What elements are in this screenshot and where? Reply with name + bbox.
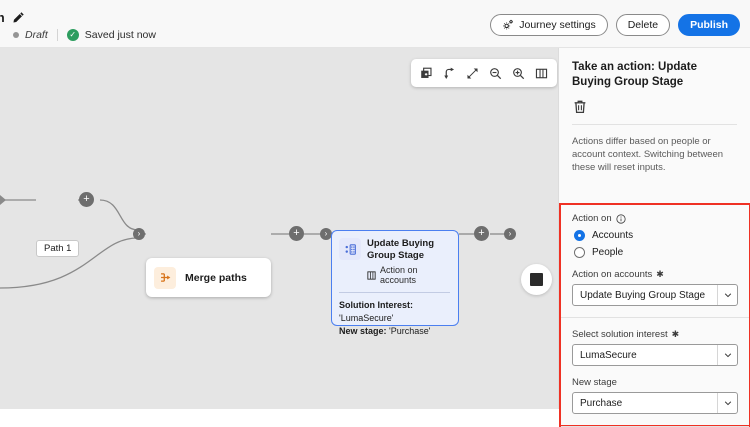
- action-node-field-0-key: Solution Interest:: [339, 300, 413, 310]
- grid-icon: [367, 270, 376, 280]
- canvas-connectors: [0, 195, 505, 289]
- path-label[interactable]: Path 1: [36, 240, 80, 257]
- radio-accounts-control[interactable]: [574, 230, 585, 241]
- merge-paths-icon: [154, 266, 176, 289]
- canvas-toolbar[interactable]: [411, 59, 557, 87]
- new-stage-label: New stage: [572, 377, 617, 388]
- action-node-subtitle-row: Action on accounts: [367, 265, 450, 285]
- panel-title: Take an action: Update Buying Group Stag…: [572, 61, 698, 88]
- fit-to-screen-icon[interactable]: [462, 63, 483, 84]
- page-title: sion: [0, 10, 5, 25]
- connector-arrow-action-in[interactable]: ›: [320, 228, 332, 240]
- action-on-accounts-value: Update Buying Group Stage: [580, 289, 706, 301]
- status-row: Draft ✓ Saved just now: [8, 29, 156, 41]
- action-node-field-1-value: 'Purchase': [389, 326, 431, 336]
- add-step-button[interactable]: +: [79, 192, 94, 207]
- action-on-accounts-field: Action on accounts ✱ Update Buying Group…: [572, 269, 738, 306]
- connector-arrow-end-in[interactable]: ›: [504, 228, 516, 240]
- action-on-accounts-select[interactable]: Update Buying Group Stage: [572, 284, 738, 306]
- top-bar: sion Draft ✓ Saved just now Journey sett…: [0, 0, 750, 48]
- chevron-down-icon[interactable]: [717, 393, 737, 413]
- inbound-arrow: [0, 195, 6, 205]
- solution-interest-label-row: Select solution interest ✱: [572, 329, 738, 340]
- delete-label: Delete: [627, 19, 659, 31]
- solution-interest-label: Select solution interest: [572, 329, 668, 340]
- info-icon[interactable]: [616, 213, 626, 224]
- action-on-label: Action on: [572, 213, 612, 224]
- chevron-down-icon[interactable]: [717, 285, 737, 305]
- radio-people[interactable]: People: [574, 247, 738, 258]
- divider: [339, 292, 450, 293]
- action-node-field-1-key: New stage:: [339, 326, 387, 336]
- action-node-subtitle: Action on accounts: [380, 265, 418, 285]
- radio-accounts-label: Accounts: [592, 230, 634, 241]
- journey-title-row: sion: [0, 10, 25, 25]
- panel-note: Actions differ based on people or accoun…: [572, 136, 724, 173]
- highlighted-fields-region: Action on Accounts People Action on acco…: [559, 203, 750, 427]
- journey-settings-label: Journey settings: [519, 19, 596, 31]
- solution-interest-value: LumaSecure: [580, 349, 637, 361]
- panel-header: Take an action: Update Buying Group Stag…: [559, 48, 750, 125]
- action-on-label-row: Action on: [572, 213, 738, 224]
- action-node-field-1: New stage: 'Purchase': [339, 325, 450, 338]
- action-node-field-0: Solution Interest: 'LumaSecure': [339, 299, 450, 325]
- draft-status-dot: [13, 32, 19, 38]
- journey-settings-button[interactable]: Journey settings: [490, 14, 608, 36]
- action-on-accounts-label-row: Action on accounts ✱: [572, 269, 738, 280]
- radio-people-label: People: [592, 247, 624, 258]
- journey-canvas[interactable]: Path 1 + › Merge paths + ›: [0, 48, 558, 409]
- radio-accounts[interactable]: Accounts: [574, 230, 738, 241]
- action-settings-panel: Take an action: Update Buying Group Stag…: [558, 48, 750, 427]
- topbar-actions: Journey settings Delete Publish: [490, 14, 740, 36]
- trash-icon[interactable]: [572, 99, 588, 115]
- chevron-down-icon[interactable]: [717, 345, 737, 365]
- required-marker: ✱: [656, 269, 664, 279]
- saved-label: Saved just now: [84, 29, 156, 41]
- delete-button[interactable]: Delete: [615, 14, 671, 36]
- draft-label: Draft: [25, 29, 48, 41]
- pencil-icon[interactable]: [12, 11, 25, 24]
- new-stage-label-row: New stage: [572, 377, 738, 388]
- connector-arrow-merge-in[interactable]: ›: [133, 228, 145, 240]
- end-node[interactable]: [521, 264, 552, 295]
- zoom-in-icon[interactable]: [508, 63, 529, 84]
- divider: [561, 317, 749, 318]
- zoom-out-icon[interactable]: [485, 63, 506, 84]
- action-node-title: Update Buying Group Stage: [367, 238, 435, 261]
- end-node-square: [530, 273, 543, 286]
- divider: [572, 124, 737, 125]
- new-stage-value: Purchase: [580, 397, 623, 409]
- solution-interest-field: Select solution interest ✱ LumaSecure: [572, 329, 738, 366]
- action-on-accounts-label: Action on accounts: [572, 269, 653, 280]
- add-step-button-2[interactable]: +: [289, 226, 304, 241]
- gear-icon: [502, 19, 514, 31]
- merge-paths-label: Merge paths: [185, 271, 247, 284]
- merge-paths-node[interactable]: Merge paths: [146, 258, 271, 297]
- new-stage-select[interactable]: Purchase: [572, 392, 738, 414]
- divider: [56, 29, 58, 41]
- radio-people-control[interactable]: [574, 247, 585, 258]
- required-marker: ✱: [671, 329, 680, 339]
- action-node[interactable]: Update Buying Group Stage Action on acco…: [331, 230, 459, 336]
- reroute-icon[interactable]: [439, 63, 460, 84]
- solution-interest-select[interactable]: LumaSecure: [572, 344, 738, 366]
- new-stage-field: New stage Purchase: [572, 377, 738, 414]
- publish-button[interactable]: Publish: [678, 14, 740, 36]
- buying-group-icon: [339, 238, 361, 260]
- saved-check-icon: ✓: [66, 29, 79, 41]
- duplicate-icon[interactable]: [416, 63, 437, 84]
- add-step-button-3[interactable]: +: [474, 226, 489, 241]
- action-node-header: Update Buying Group Stage Action on acco…: [339, 238, 450, 285]
- action-node-field-0-value: 'LumaSecure': [339, 313, 394, 323]
- publish-label: Publish: [690, 19, 728, 31]
- map-icon[interactable]: [531, 63, 552, 84]
